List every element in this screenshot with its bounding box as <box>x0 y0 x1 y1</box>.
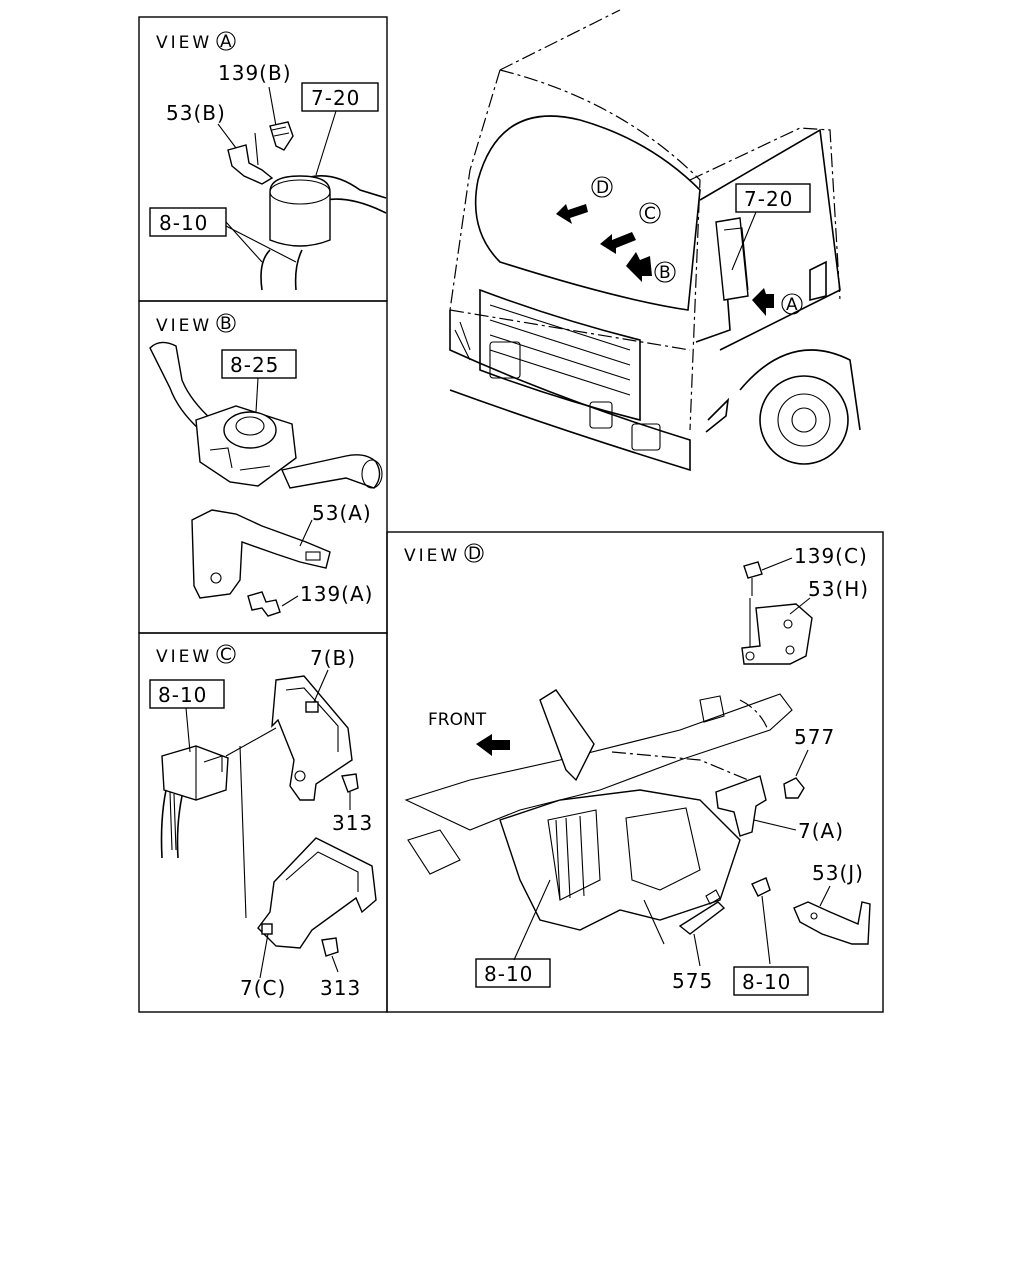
ref-box-7-20-cab <box>735 183 811 213</box>
canister-drawing <box>260 174 387 291</box>
ref-box-8-10-view-a <box>149 207 227 237</box>
bolt-139a-drawing <box>247 591 299 617</box>
arrow-letter-a: A <box>786 295 798 315</box>
arrow-d-icon <box>556 204 588 224</box>
panel-frames <box>138 16 884 1013</box>
label-313-bottom: 313 <box>320 976 361 1000</box>
ref-label-8-10-view-a: 8-10 <box>159 211 208 235</box>
ref-box-8-10-view-c <box>149 679 225 709</box>
view-d-title: VIEW <box>404 546 460 566</box>
view-d-circle <box>464 543 484 563</box>
view-b-title: VIEW <box>156 316 212 336</box>
bolt-139b-drawing <box>268 86 294 151</box>
ref-box-7-20-view-a <box>301 82 379 112</box>
arrow-a-icon <box>752 288 774 316</box>
bracket-53b-drawing <box>217 123 274 185</box>
label-53j: 53(J) <box>812 861 864 885</box>
label-139c: 139(C) <box>794 544 868 568</box>
view-c-title: VIEW <box>156 647 212 667</box>
switch-8-25-drawing <box>149 341 383 489</box>
arrow-letter-d: D <box>596 178 609 198</box>
label-577: 577 <box>794 725 835 749</box>
connector-8-10-drawing <box>160 745 229 859</box>
label-575: 575 <box>672 969 713 993</box>
dashboard-assembly-drawing <box>404 689 793 931</box>
cab-overview: D C B A 7-20 <box>449 9 861 472</box>
view-b-panel: VIEW B 8-25 53(A) 139(A) <box>149 313 383 617</box>
view-c-circle-letter: C <box>220 645 232 665</box>
bracket-53j-drawing <box>793 885 871 945</box>
view-c-circle <box>216 644 236 664</box>
label-53h: 53(H) <box>808 577 869 601</box>
ref-box-8-10-view-d-right <box>733 966 809 996</box>
bolt-139c-drawing <box>743 557 793 648</box>
ref-label-8-10-view-d-right: 8-10 <box>742 970 791 994</box>
front-label: FRONT <box>428 710 487 730</box>
bracket-7c-drawing <box>257 837 377 949</box>
bolt-near-8-10-drawing <box>751 877 771 965</box>
arrow-letter-b: B <box>659 263 671 283</box>
ref-box-8-25 <box>221 349 297 379</box>
arrow-c-icon <box>600 232 636 254</box>
ref-label-7-20-view-a: 7-20 <box>311 86 360 110</box>
view-d-circle-letter: D <box>468 544 481 564</box>
view-a-circle-letter: A <box>220 32 232 52</box>
label-53b: 53(B) <box>166 101 226 125</box>
label-139b: 139(B) <box>218 61 292 85</box>
label-7c: 7(C) <box>240 976 286 1000</box>
nut-577-drawing <box>783 749 809 799</box>
label-53a: 53(A) <box>312 501 372 525</box>
label-139a: 139(A) <box>300 582 373 606</box>
view-a-panel: VIEW A 139(B) 53(B) 7-20 8-10 <box>149 31 387 291</box>
view-b-circle-letter: B <box>220 314 232 334</box>
ref-label-8-25: 8-25 <box>230 353 279 377</box>
view-a-circle <box>216 31 236 51</box>
bracket-53h-drawing <box>741 603 813 665</box>
bolt-313-bottom-drawing <box>321 937 339 973</box>
bracket-7b-drawing <box>271 675 353 801</box>
bracket-7a-drawing <box>715 775 797 837</box>
view-a-title: VIEW <box>156 33 212 53</box>
ref-box-8-10-view-d-left <box>475 958 551 988</box>
connector-575-drawing <box>678 889 726 967</box>
arrow-letter-c: C <box>644 204 656 224</box>
bolt-313-top-drawing <box>341 773 359 810</box>
view-b-circle <box>216 313 236 333</box>
label-7a: 7(A) <box>798 819 844 843</box>
bracket-53a-drawing <box>191 509 331 599</box>
label-7b: 7(B) <box>310 646 356 670</box>
front-arrow-icon <box>476 734 510 756</box>
ref-label-8-10-view-c: 8-10 <box>158 683 207 707</box>
ref-label-8-10-view-d-left: 8-10 <box>484 962 533 986</box>
arrow-b-icon <box>626 252 652 282</box>
ref-label-7-20-cab: 7-20 <box>744 187 793 211</box>
view-c-panel: VIEW C 8-10 7(B) 313 7(C) 313 <box>149 644 377 1000</box>
view-direction-arrows: D C B A <box>556 176 803 316</box>
label-313-top: 313 <box>332 811 373 835</box>
view-d-panel: VIEW D 139(C) 53(H) FRONT 577 7(A) 53(J)… <box>404 543 871 996</box>
